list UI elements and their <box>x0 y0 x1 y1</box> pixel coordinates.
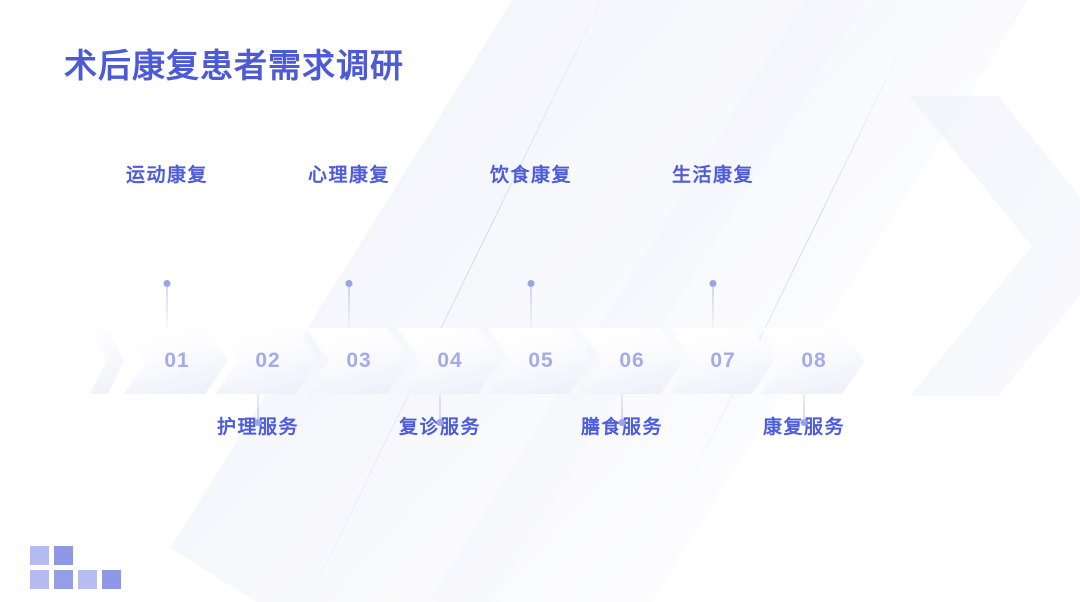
pin-stem-icon <box>621 378 623 421</box>
pin-stem-icon <box>712 285 714 328</box>
step-label-08: 康复服务 <box>762 417 846 438</box>
pin-dot-icon <box>254 419 262 426</box>
pin-dot-icon <box>800 419 808 426</box>
page-title: 术后康复患者需求调研 <box>64 47 404 84</box>
chevron-step-02[interactable]: 02 <box>215 328 319 394</box>
chevron-number: 03 <box>346 349 372 372</box>
pin-dot-icon <box>618 419 626 426</box>
step-label-07: 生活康复 <box>671 165 755 186</box>
pin-dot-icon <box>527 280 535 287</box>
decorative-square-5 <box>78 570 97 589</box>
chevron-step-05[interactable]: 05 <box>488 328 592 394</box>
chevron-step-08[interactable]: 08 <box>761 328 865 394</box>
step-label-02: 护理服务 <box>216 417 300 438</box>
timeline-bottom-labels: 护理服务 复诊服务 膳食服务 康复服务 <box>90 412 890 438</box>
chevron-band: 01 02 03 04 05 06 07 08 <box>90 328 890 394</box>
timeline-top-labels: 运动康复 心理康复 饮食康复 生活康复 <box>90 160 890 186</box>
decorative-square-2 <box>54 546 73 565</box>
pin-stem-icon <box>530 285 532 328</box>
pin-stem-icon <box>439 378 441 421</box>
timeline-pin-05 <box>527 280 535 328</box>
pin-dot-icon <box>345 280 353 287</box>
chevron-number: 01 <box>164 349 190 372</box>
step-label-06: 膳食服务 <box>580 417 664 438</box>
pin-stem-icon <box>803 378 805 421</box>
chevron-number: 04 <box>437 349 463 372</box>
pin-dot-icon <box>436 419 444 426</box>
timeline-pin-08 <box>800 378 808 426</box>
decorative-square-6 <box>102 570 121 589</box>
chevron-number: 08 <box>801 349 827 372</box>
chevron-step-01[interactable]: 01 <box>124 328 228 394</box>
timeline-pin-01 <box>163 280 171 328</box>
step-label-04: 复诊服务 <box>398 417 482 438</box>
timeline-pin-07 <box>709 280 717 328</box>
chevron-number: 06 <box>619 349 645 372</box>
pin-dot-icon <box>163 280 171 287</box>
pin-stem-icon <box>257 378 259 421</box>
decorative-square-4 <box>54 570 73 589</box>
chevron-step-06[interactable]: 06 <box>579 328 683 394</box>
step-label-01: 运动康复 <box>125 165 209 186</box>
chevron-start-cap-icon <box>90 328 124 394</box>
timeline-pin-03 <box>345 280 353 328</box>
timeline-pin-04 <box>436 378 444 426</box>
chevron-number: 07 <box>710 349 736 372</box>
chevron-step-07[interactable]: 07 <box>670 328 774 394</box>
chevron-step-03[interactable]: 03 <box>306 328 410 394</box>
chevron-number: 05 <box>528 349 554 372</box>
step-label-03: 心理康复 <box>307 165 391 186</box>
decorative-squares <box>30 546 130 592</box>
timeline-pin-02 <box>254 378 262 426</box>
watermark-chevron-icon <box>910 96 1080 396</box>
decorative-square-1 <box>30 546 49 565</box>
chevron-step-04[interactable]: 04 <box>397 328 501 394</box>
chevron-number: 02 <box>255 349 281 372</box>
step-label-05: 饮食康复 <box>489 165 573 186</box>
timeline: 运动康复 心理康复 饮食康复 生活康复 护理服务 复诊服务 膳食服务 康复服务 01 02 03… <box>90 150 890 460</box>
pin-dot-icon <box>709 280 717 287</box>
pin-stem-icon <box>348 285 350 328</box>
pin-stem-icon <box>166 285 168 328</box>
decorative-square-3 <box>30 570 49 589</box>
timeline-pin-06 <box>618 378 626 426</box>
